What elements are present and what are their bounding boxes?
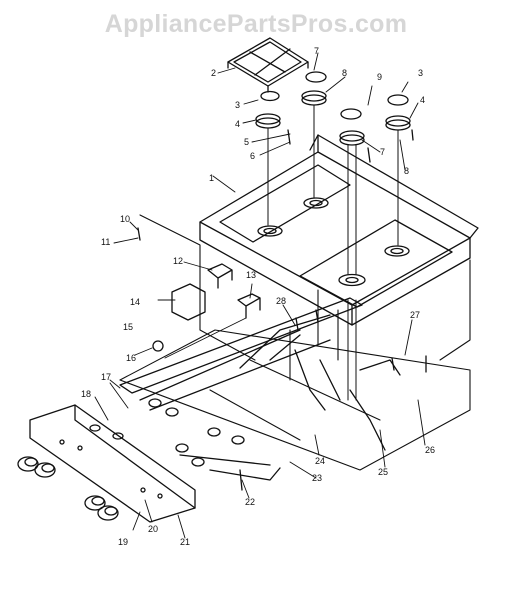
callout-26: 26: [425, 445, 435, 455]
callout-25: 25: [378, 467, 388, 477]
callout-10: 10: [120, 214, 130, 224]
burner-box: [119, 214, 471, 471]
callout-13: 13: [246, 270, 256, 280]
callout-15: 15: [123, 322, 133, 332]
callout-28: 28: [276, 296, 286, 306]
gas-manifold: [119, 297, 401, 451]
control-knobs: [17, 424, 124, 521]
callout-23: 23: [312, 473, 322, 483]
callout-6: 6: [250, 151, 255, 161]
callout-19: 19: [118, 537, 128, 547]
callout-9: 9: [377, 72, 382, 82]
callout-3: 3: [235, 100, 240, 110]
screws: [137, 129, 427, 491]
callout-27: 27: [410, 310, 420, 320]
leader-lines: [94, 52, 426, 539]
callout-1: 1: [209, 173, 214, 183]
burner-caps: [260, 71, 409, 120]
callout-18: 18: [81, 389, 91, 399]
valve-bracket-parts: [152, 263, 261, 352]
callout-8: 8: [404, 166, 409, 176]
callout-5: 5: [244, 137, 249, 147]
burner-grate: [227, 37, 309, 93]
callout-14: 14: [130, 297, 140, 307]
callout-20: 20: [148, 524, 158, 534]
burner-heads: [255, 90, 411, 146]
callout-12: 12: [173, 256, 183, 266]
callout-7: 7: [314, 46, 319, 56]
callout-16: 16: [126, 353, 136, 363]
callout-8: 8: [342, 68, 347, 78]
callout-21: 21: [180, 537, 190, 547]
control-panel: [29, 404, 196, 523]
cooktop-burners: [257, 197, 410, 287]
cooktop-body: [199, 134, 479, 326]
callout-3: 3: [418, 68, 423, 78]
callout-22: 22: [245, 497, 255, 507]
callout-labels: 1 2 3 3 4 4 5 6 7 7 8 8 9 10 11 12 13 14…: [81, 46, 435, 547]
alignment-lines: [267, 104, 399, 401]
callout-4: 4: [235, 119, 240, 129]
burner-valves: [148, 398, 281, 481]
callout-17: 17: [101, 372, 111, 382]
callout-24: 24: [315, 456, 325, 466]
callout-11: 11: [101, 237, 110, 247]
callout-7: 7: [380, 147, 385, 157]
watermark: AppliancePartsPros.com: [104, 10, 408, 38]
callout-4: 4: [420, 95, 425, 105]
callout-2: 2: [211, 68, 216, 78]
